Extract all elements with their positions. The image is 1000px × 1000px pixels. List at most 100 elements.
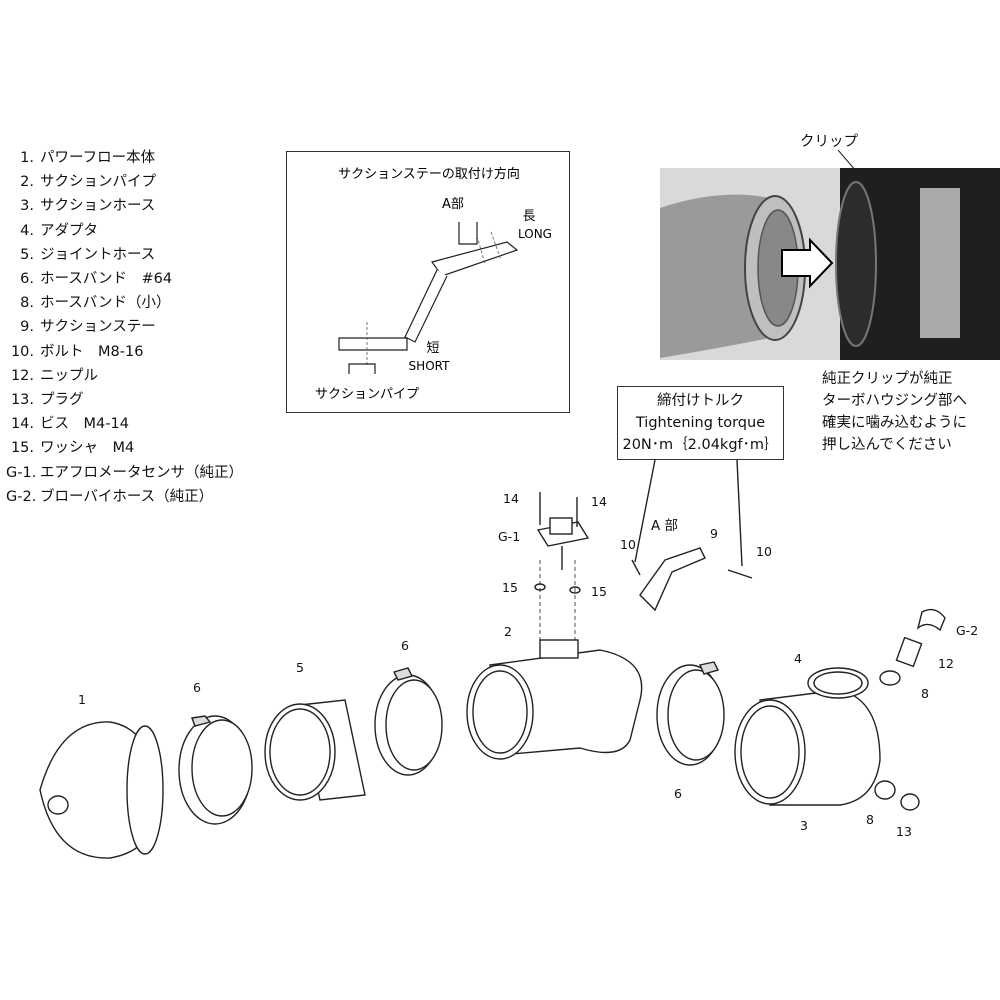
a-part-label: A部 [442,197,464,212]
callout-g1: G-1 [498,529,521,544]
parts-list-item: 13. プラグ [6,388,243,412]
torque-title-en: Tightening torque [635,415,766,431]
parts-list-name: エアフロメータセンサ（純正） [40,464,243,481]
turbo-connection-photo [660,168,1000,360]
photo-note-line-4: 押し込んでください [822,437,952,453]
parts-list-item: 12. ニップル [6,364,243,388]
photo-note: 純正クリップが純正 ターボハウジング部へ 確実に噛み込むように 押し込んでくださ… [822,368,967,456]
parts-list-item: 15. ワッシャ M4 [6,436,243,460]
plug [900,793,920,811]
bolt-10-left [631,559,641,576]
parts-list-name: ブローバイホース（純正） [40,488,214,505]
parts-list-name: ビス M4-14 [40,416,129,433]
callout-13: 13 [896,824,912,839]
parts-list-name: アダプタ [40,222,98,239]
parts-list-number: 2. [20,174,34,191]
stay-box-title: サクションステーの取付け方向 [338,166,520,182]
hose-band-right [656,661,725,766]
parts-list-name: ホースバンド #64 [40,271,173,288]
photo-note-line-3: 確実に噛み込むように [822,415,967,431]
parts-list-item: 10. ボルト M8-16 [6,340,243,364]
parts-list-item: G-2.ブローバイホース（純正） [6,485,243,509]
parts-list-number: 8. [20,295,34,312]
torque-title: 締付けトルク [657,393,744,409]
hose-band-middle [374,667,443,776]
stay-lower-flange [338,337,408,351]
torque-value: 20N･m｛2.04kgf･m｝ [622,437,779,453]
parts-list-number: 10. [10,343,34,360]
blowby-hose [916,608,946,632]
callout-4: 4 [794,651,802,666]
parts-list-item: G-1.エアフロメータセンサ（純正） [6,461,243,485]
callout-15-left: 15 [502,580,518,595]
photo-note-line-2: ターボハウジング部へ [822,393,967,409]
parts-list-number: 15. [10,440,34,457]
nipple [895,636,923,668]
parts-list-name: ボルト M8-16 [40,343,144,360]
parts-list-name: ワッシャ M4 [40,440,135,457]
joint-hose [264,699,366,801]
parts-list-item: 2. サクションパイプ [6,170,243,194]
parts-list-name: プラグ [40,392,84,409]
callout-12: 12 [938,656,954,671]
callout-10-right: 10 [756,544,772,559]
parts-list-number: 14. [10,416,34,433]
a-part-bracket [458,222,478,245]
parts-list-number: 13. [10,392,34,409]
suction-pipe [466,639,643,760]
hose-clamp-photo [920,188,960,338]
bolt-10-right [727,569,753,579]
arrow-icon [781,237,834,289]
callout-5: 5 [296,660,304,675]
clip-label: クリップ [800,134,858,150]
parts-list-number: G-1. [6,464,37,481]
parts-list-name: ニップル [40,367,98,384]
parts-list-item: 14. ビス M4-14 [6,412,243,436]
photo-note-line-1: 純正クリップが純正 [822,371,953,387]
callout-14-right: 14 [591,494,607,509]
parts-list-name: サクションパイプ [40,174,156,191]
small-band-lower [874,780,896,800]
parts-list-name: サクションステー [40,319,156,336]
callout-g2: G-2 [956,623,979,638]
callout-15-right: 15 [591,584,607,599]
air-flow-sensor [536,517,590,570]
parts-list-number: G-2. [6,488,37,505]
torque-leader-right [736,459,743,567]
long-jp-label: 長 [522,209,535,224]
stay-direction-drawing: サクションステーの取付け方向 A部 長 LONG 短 SHORT サクションパイ… [315,166,552,402]
parts-list-item: 5. ジョイントホース [6,243,243,267]
parts-list-item: 8. ホースバンド（小） [6,291,243,315]
parts-list-number: 6. [20,271,34,288]
parts-list-item: 6. ホースバンド #64 [6,267,243,291]
short-en-label: SHORT [409,359,451,373]
stay-arm [404,269,448,343]
short-jp-label: 短 [426,341,439,356]
callout-10-left: 10 [620,537,636,552]
parts-list-name: サクションホース [40,198,156,215]
parts-list-number: 1. [20,150,34,166]
parts-list-number: 3. [20,198,34,215]
callout-a-part: A 部 [651,518,679,534]
parts-list-name: ホースバンド（小） [40,295,171,312]
callout-6-right: 6 [674,786,682,801]
stay-direction-box: サクションステーの取付け方向 A部 長 LONG 短 SHORT サクションパイ… [286,151,570,413]
parts-list-number: 12. [10,367,34,384]
hose-band-left [178,715,253,825]
parts-list-number: 9. [20,319,34,336]
callout-8-lower: 8 [866,812,874,827]
parts-list-item: 3. サクションホース [6,194,243,218]
callout-3: 3 [800,818,808,833]
photo-drawing [660,168,1000,360]
pipe-symbol [348,363,376,374]
turbo-inlet-photo [835,181,877,347]
suction-stay [639,547,706,612]
pipe-label: サクションパイプ [315,387,419,402]
parts-list-number: 5. [20,246,34,263]
torque-box: 締付けトルク Tightening torque 20N･m｛2.04kgf･m… [617,386,784,460]
parts-list-name: パワーフロー本体 [40,150,156,166]
small-band-upper [879,670,901,686]
parts-list-name: ジョイントホース [40,246,156,263]
